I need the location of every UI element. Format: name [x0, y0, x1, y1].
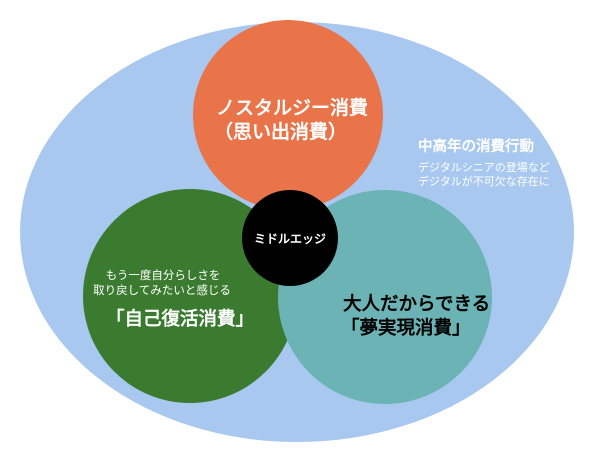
self-revival-caption-line-1: もう一度自分らしさを	[106, 268, 221, 282]
side-note-heading: 中高年の消費行動	[418, 137, 534, 155]
self-revival-caption-line-2: 取り戻してみたいと感じる	[93, 283, 231, 297]
self-revival-title: 「自己復活消費」	[106, 308, 254, 330]
dream-title-line-2: 「夢実現消費」	[341, 317, 471, 339]
side-note-line-2: デジタルが不可欠な存在に	[418, 174, 550, 188]
middle-edge-label: ミドルエッジ	[254, 232, 326, 246]
nostalgia-consumption-circle	[193, 20, 383, 210]
middle-edge-center-circle	[242, 190, 338, 286]
nostalgia-subtitle: （思い出消費）	[214, 120, 347, 143]
nostalgia-title: ノスタルジー消費	[216, 96, 368, 119]
dream-title-line-1: 大人だからできる	[343, 293, 490, 315]
side-note-line-1: デジタルシニアの登場など	[418, 160, 550, 174]
